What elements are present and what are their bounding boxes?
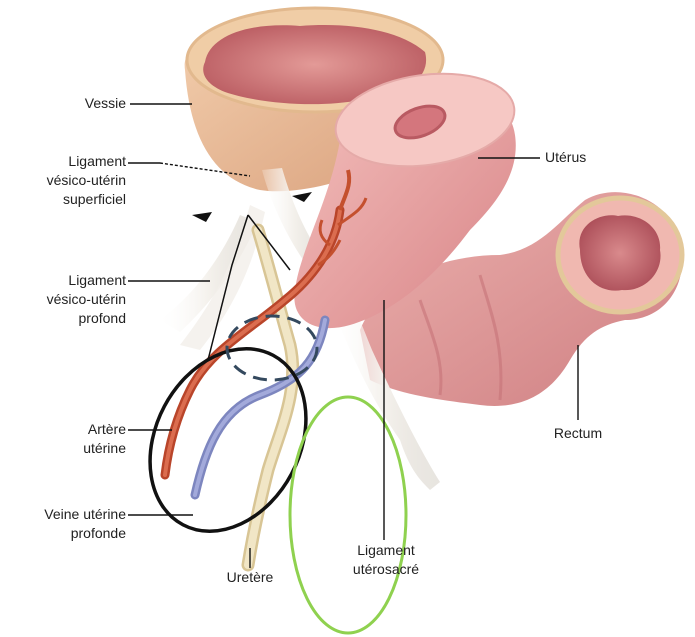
label-ligament-uterosacre: Ligament utérosacré bbox=[340, 541, 432, 579]
rectum-lumen bbox=[579, 215, 660, 290]
label-ligament-vesico-uterin-superficiel: Ligament vésico-utérin superficiel bbox=[10, 152, 126, 209]
label-veine-uterine-profonde: Veine utérine profonde bbox=[4, 505, 126, 543]
label-vessie: Vessie bbox=[40, 94, 126, 113]
label-uretere: Uretère bbox=[210, 568, 290, 587]
arrowhead-left bbox=[192, 212, 212, 222]
arrowhead-right bbox=[292, 192, 312, 202]
label-ligament-vesico-uterin-profond: Ligament vésico-utérin profond bbox=[10, 271, 126, 328]
label-uterus: Utérus bbox=[545, 148, 625, 167]
label-rectum: Rectum bbox=[540, 424, 616, 443]
label-artere-uterine: Artère utérine bbox=[40, 420, 126, 458]
green-highlight-ellipse bbox=[290, 397, 406, 633]
